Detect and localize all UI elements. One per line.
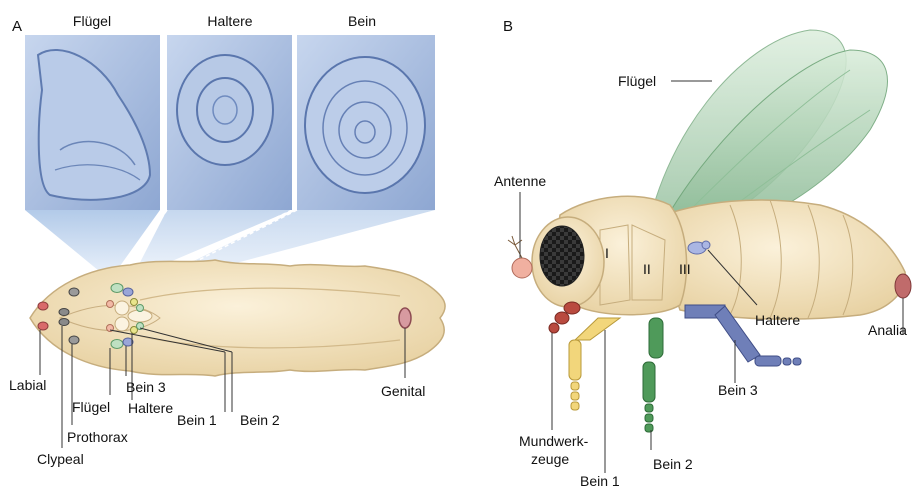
label-haltere-b: Haltere (755, 312, 800, 328)
label-analia: Analia (868, 322, 907, 338)
label-mundwerk-line1: Mundwerk- (519, 433, 589, 449)
label-genital: Genital (381, 383, 425, 399)
label-bein1-b: Bein 1 (580, 473, 620, 489)
label-mundwerk-line2: zeuge (531, 451, 569, 467)
micrograph-title-bein: Bein (348, 13, 376, 29)
head (508, 217, 604, 307)
larva (30, 260, 445, 376)
leg-1 (569, 318, 620, 410)
segment-numeral-iii: III (679, 261, 691, 277)
label-bein2-a: Bein 2 (240, 412, 280, 428)
label-clypeal: Clypeal (37, 451, 84, 467)
micrograph-fluegel (25, 35, 160, 210)
micrograph-haltere (167, 35, 292, 210)
micrograph-title-haltere: Haltere (207, 13, 252, 29)
segment-numeral-ii: II (643, 261, 651, 277)
micrograph-bein (297, 35, 435, 210)
label-prothorax: Prothorax (67, 429, 128, 445)
label-bein1-a: Bein 1 (177, 412, 217, 428)
label-antenne: Antenne (494, 173, 546, 189)
label-fluegel-a: Flügel (72, 399, 110, 415)
segment-numeral-i: I (605, 245, 609, 261)
label-haltere-a: Haltere (128, 400, 173, 416)
panel-a-letter: A (12, 18, 22, 35)
label-labial: Labial (9, 377, 46, 393)
leg-2 (643, 318, 663, 432)
mouthparts (549, 302, 580, 333)
label-fluegel-b: Flügel (618, 73, 656, 89)
label-bein3-b: Bein 3 (718, 382, 758, 398)
label-bein2-b: Bein 2 (653, 456, 693, 472)
label-bein3-a: Bein 3 (126, 379, 166, 395)
micrograph-title-fluegel: Flügel (73, 13, 111, 29)
abdomen (650, 200, 911, 319)
panel-b-letter: B (503, 18, 513, 35)
